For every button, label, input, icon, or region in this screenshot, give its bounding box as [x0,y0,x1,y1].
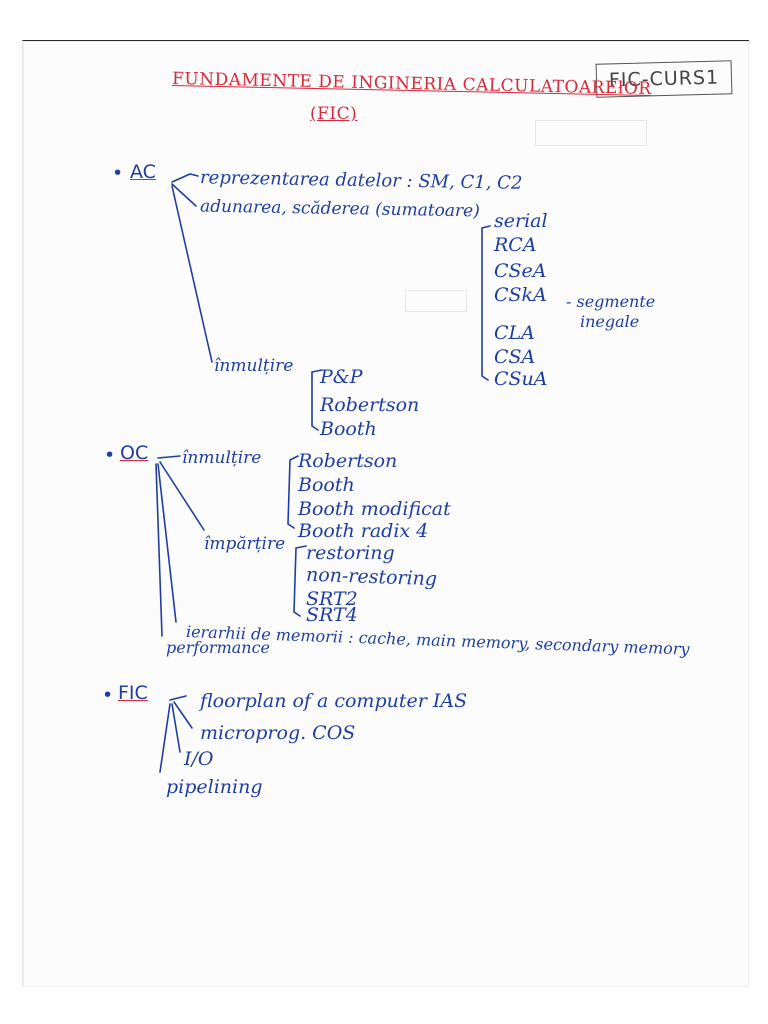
oc-bullet: • [104,444,116,466]
ac-add: adunarea, scăderea (sumatoare) [199,196,480,222]
ac-mult-item: Robertson [320,394,420,416]
ac-branch-add [171,183,197,207]
oc-heading: OC [120,444,148,463]
fic-item: floorplan of a computer IAS [200,690,468,712]
oc-mult-item: Robertson [298,450,398,472]
adder-item: serial [494,210,548,232]
paper-sheet [22,40,749,987]
ac-heading-text: AC [130,161,156,183]
fic-heading-text: FIC [118,682,148,704]
oc-branch-div [159,461,205,531]
adders-bracket [481,225,491,381]
oc-branch-perf [155,463,163,637]
oc-div-bracket [293,545,307,617]
oc-mult: înmulțire [182,448,262,468]
adder-item: CSkA [494,284,547,306]
oc-mult-item: Booth [298,474,355,496]
fic-branch-3 [171,703,181,753]
fic-bullet: • [102,684,114,706]
page-title-line2: (FIC) [310,104,358,124]
cska-note-1: - segmente [566,292,656,311]
oc-div-item: restoring [306,542,395,564]
fic-item: pipelining [166,776,263,798]
ac-branch-repr [171,173,199,183]
ac-mult: înmulțire [214,356,294,376]
adder-item: CSA [494,346,536,368]
ac-heading: AC [130,163,156,182]
oc-branch-mult [157,455,181,459]
oc-mult-item: Booth modificat [298,498,451,520]
adder-item: RCA [494,234,537,256]
adder-item: CLA [494,322,535,344]
oc-heading-text: OC [120,442,149,464]
adder-item: CSeA [494,260,547,282]
fic-item: microprog. COS [200,722,356,744]
oc-div-item: SRT2 [306,588,358,610]
adder-item: CSuA [494,368,548,390]
oc-branch-mem [157,463,177,623]
ac-bullet: • [112,162,124,184]
fic-heading: FIC [118,684,148,703]
ac-mult-bracket [311,369,323,431]
fic-item: I/O [184,748,214,770]
ac-branch-mult [171,185,213,363]
cska-note-2: inegale [580,312,640,331]
oc-mult-bracket [287,455,299,529]
ac-mult-item: Booth [320,418,377,440]
fic-branch-4 [159,703,171,773]
ac-mult-item: P&P [320,366,363,388]
oc-div: împărțire [204,534,286,554]
oc-div-item: SRT4 [306,604,358,626]
page-subtitle: (FIC) [310,106,357,123]
fic-branch-1 [169,695,187,701]
oc-div-item: non-restoring [305,563,438,591]
oc-mult-item: Booth radix 4 [298,520,429,542]
fic-branch-2 [173,701,193,729]
oc-performance: performance [166,638,271,657]
